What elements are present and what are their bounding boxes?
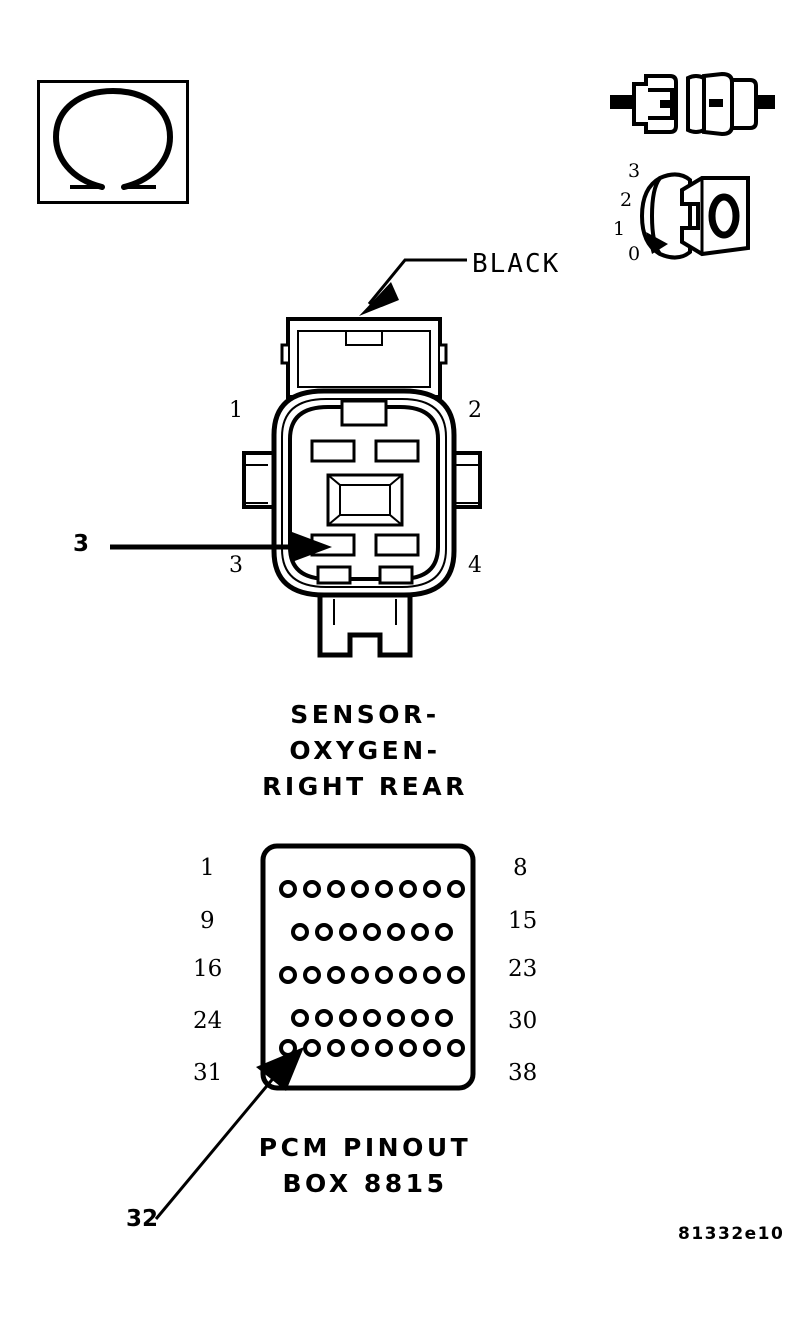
rotation-value-1: 1: [613, 218, 626, 240]
pcm-callout-arrow: [150, 1035, 330, 1225]
sensor-pin-label-3: 3: [229, 553, 243, 578]
sensor-callout-number: 3: [73, 531, 90, 557]
pcm-callout-number: 32: [126, 1206, 159, 1232]
pcm-left-label-9: 9: [200, 908, 215, 934]
pcm-left-label-24: 24: [193, 1008, 223, 1034]
sensor-caption: SENSOR- OXYGEN- RIGHT REAR: [0, 697, 730, 805]
black-leader-line: [355, 238, 475, 318]
sensor-caption-line-2: OXYGEN-: [289, 736, 441, 765]
rotation-value-3: 3: [628, 160, 641, 182]
sensor-callout-arrow: [106, 530, 336, 570]
ohm-symbol-box: [37, 80, 189, 204]
sensor-pin-label-4: 4: [468, 553, 482, 578]
pcm-pin-holes: [279, 880, 465, 1057]
pcm-right-label-8: 8: [513, 855, 528, 881]
connector-color-label: BLACK: [472, 249, 561, 279]
pcm-left-label-16: 16: [193, 956, 223, 982]
sensor-pin-label-2: 2: [468, 398, 482, 423]
pcm-pinout-box: [258, 841, 478, 1093]
pcm-left-label-1: 1: [200, 855, 215, 881]
sensor-caption-line-1: SENSOR-: [290, 700, 440, 729]
pcm-caption: PCM PINOUT BOX 8815: [0, 1130, 730, 1202]
rotation-view-icon: [638, 166, 758, 266]
sensor-connector-drawing: [228, 305, 496, 665]
pcm-right-label-30: 30: [508, 1008, 538, 1034]
pcm-right-label-38: 38: [508, 1060, 538, 1086]
connector-pair-icon: [610, 68, 775, 140]
figure-code: 81332e10: [678, 1224, 785, 1244]
pcm-caption-line-1: PCM PINOUT: [258, 1133, 472, 1162]
pcm-caption-line-2: BOX 8815: [282, 1169, 448, 1198]
rotation-value-0: 0: [628, 243, 641, 265]
ohm-icon: [52, 87, 174, 190]
pcm-left-label-31: 31: [193, 1060, 223, 1086]
pcm-right-label-23: 23: [508, 956, 538, 982]
sensor-caption-line-3: RIGHT REAR: [262, 772, 468, 801]
rotation-value-2: 2: [620, 189, 633, 211]
sensor-pin-label-1: 1: [229, 398, 243, 423]
pcm-right-label-15: 15: [508, 908, 538, 934]
